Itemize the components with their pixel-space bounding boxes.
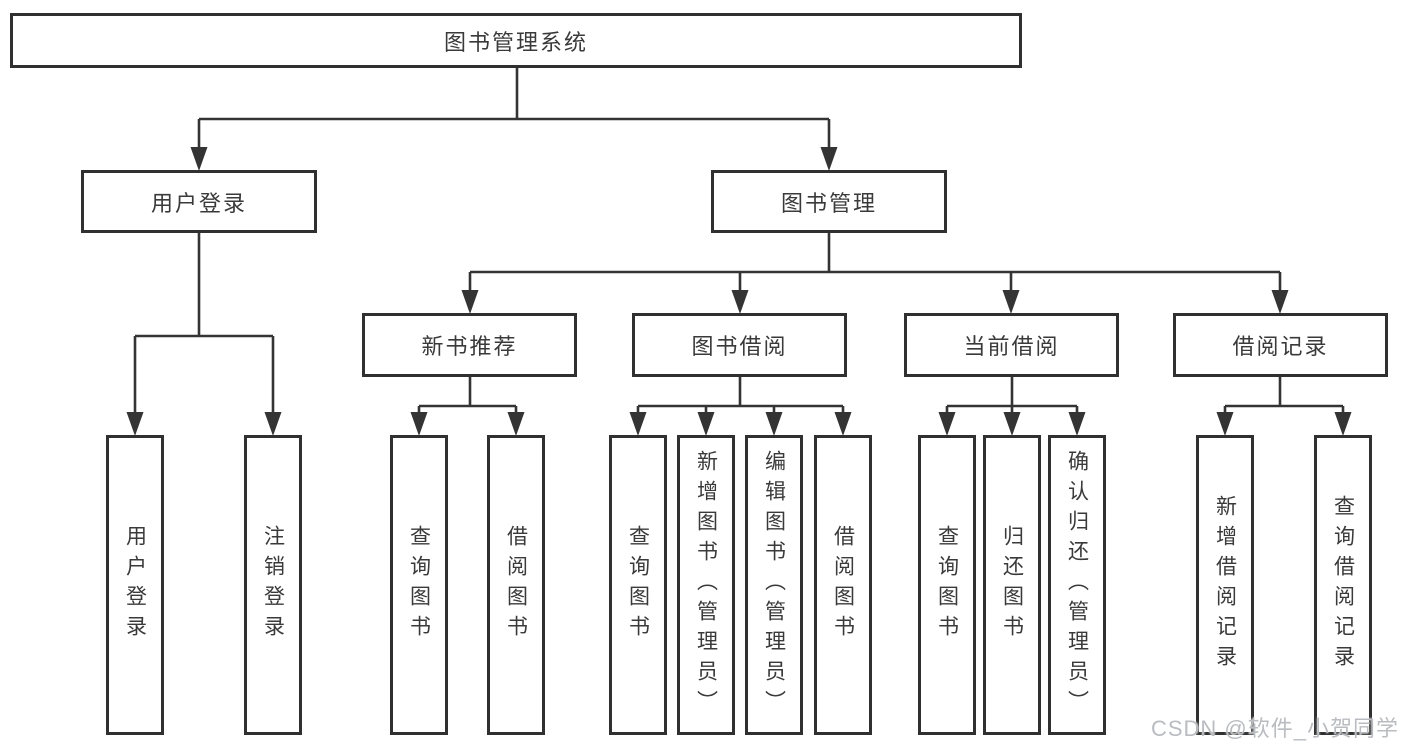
leaf-borrow-books-recommend-label: 借阅图书: [504, 525, 528, 645]
node-library-system-label: 图书管理系统: [443, 29, 588, 55]
leaf-query-books-borrowing: 查询图书: [609, 435, 667, 735]
arrowhead: [697, 412, 715, 436]
leaf-user-login: 用户登录: [106, 435, 164, 735]
node-current-borrowing: 当前借阅: [904, 313, 1119, 377]
arrowhead: [507, 412, 525, 436]
leaf-query-books-current-label: 查询图书: [935, 525, 959, 645]
leaf-query-books-recommend: 查询图书: [390, 435, 448, 735]
arrowhead: [264, 412, 282, 436]
node-borrowing-records: 借阅记录: [1173, 313, 1388, 377]
arrowhead: [629, 412, 647, 436]
leaf-borrow-books-recommend: 借阅图书: [487, 435, 545, 735]
leaf-confirm-return-admin: 确认归还（管理员）: [1048, 435, 1106, 735]
arrowhead: [820, 147, 838, 171]
leaf-query-borrow-record-label: 查询借阅记录: [1331, 495, 1355, 675]
leaf-edit-books-admin: 编辑图书（管理员）: [745, 435, 803, 735]
leaf-add-borrow-record-label: 新增借阅记录: [1213, 495, 1237, 675]
arrowhead: [1216, 412, 1234, 436]
leaf-add-borrow-record: 新增借阅记录: [1196, 435, 1254, 735]
leaf-query-books-borrowing-label: 查询图书: [626, 525, 650, 645]
arrowhead: [190, 147, 208, 171]
arrowhead: [1003, 412, 1021, 436]
arrowhead: [731, 290, 749, 314]
node-new-book-recommend-label: 新书推荐: [421, 334, 518, 359]
arrowhead: [461, 290, 479, 314]
node-borrowing-records-label: 借阅记录: [1232, 334, 1329, 359]
leaf-return-books-label: 归还图书: [1000, 525, 1024, 645]
arrowhead: [765, 412, 783, 436]
arrowhead: [126, 412, 144, 436]
leaf-query-borrow-record: 查询借阅记录: [1314, 435, 1372, 735]
leaf-logout: 注销登录: [244, 435, 302, 735]
leaf-query-books-recommend-label: 查询图书: [407, 525, 431, 645]
csdn-watermark: CSDN @软件_小贺同学: [1150, 716, 1399, 741]
leaf-borrow-books-borrowing-label: 借阅图书: [831, 525, 855, 645]
arrowhead: [834, 412, 852, 436]
leaf-logout-label: 注销登录: [261, 525, 285, 645]
arrowhead: [938, 412, 956, 436]
node-current-borrowing-label: 当前借阅: [963, 334, 1060, 359]
node-book-management-label: 图书管理: [780, 190, 877, 216]
arrowhead: [1002, 290, 1020, 314]
leaf-add-books-admin: 新增图书（管理员）: [677, 435, 735, 735]
leaf-return-books: 归还图书: [983, 435, 1041, 735]
arrowhead: [410, 412, 428, 436]
leaf-edit-books-admin-label: 编辑图书（管理员）: [762, 450, 786, 720]
leaf-confirm-return-admin-label: 确认归还（管理员）: [1065, 450, 1089, 720]
leaf-query-books-current: 查询图书: [918, 435, 976, 735]
leaf-user-login-label: 用户登录: [123, 525, 147, 645]
arrowhead: [1068, 412, 1086, 436]
node-user-login-group: 用户登录: [81, 170, 317, 233]
arrowhead: [1271, 290, 1289, 314]
node-user-login-group-label: 用户登录: [150, 190, 247, 216]
node-book-management: 图书管理: [711, 170, 947, 233]
node-book-borrowing: 图书借阅: [632, 313, 847, 377]
node-book-borrowing-label: 图书借阅: [691, 334, 788, 359]
leaf-add-books-admin-label: 新增图书（管理员）: [694, 450, 718, 720]
node-library-system: 图书管理系统: [10, 13, 1022, 68]
leaf-borrow-books-borrowing: 借阅图书: [814, 435, 872, 735]
arrowhead: [1334, 412, 1352, 436]
node-new-book-recommend: 新书推荐: [362, 313, 577, 377]
